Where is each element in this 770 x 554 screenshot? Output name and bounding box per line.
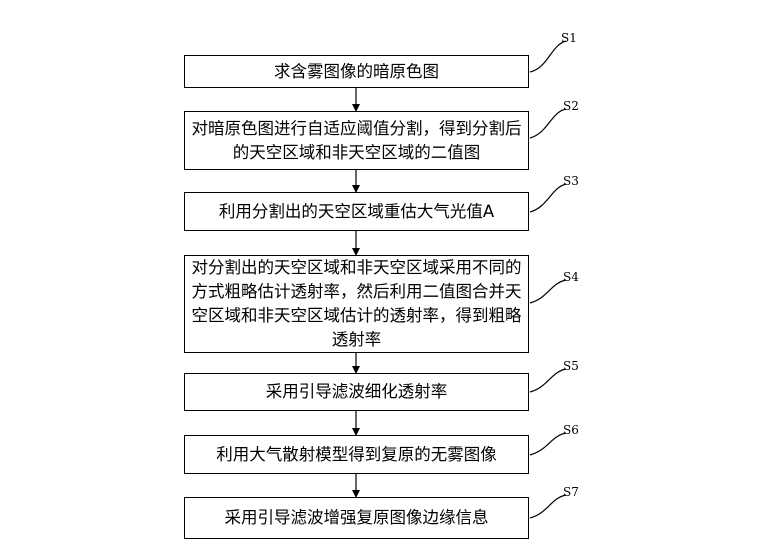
- step-text-s1: 求含雾图像的暗原色图: [274, 61, 439, 81]
- step-text-s7: 采用引导滤波增强复原图像边缘信息: [224, 508, 489, 527]
- step-box-s7: 采用引导滤波增强复原图像边缘信息: [184, 497, 529, 539]
- step-box-s5: 采用引导滤波细化透射率: [184, 373, 529, 411]
- step-box-s2: 对暗原色图进行自适应阈值分割，得到分割后的天空区域和非天空区域的二值图: [184, 111, 529, 170]
- step-label-s3: S3: [563, 174, 579, 188]
- leader-s2: [529, 108, 567, 139]
- leader-s4: [529, 279, 567, 304]
- step-text-s4: 对分割出的天空区域和非天空区域采用不同的方式粗略估计透射率，然后利用二值图合并天…: [191, 258, 522, 349]
- step-label-s2: S2: [563, 99, 579, 113]
- step-label-s7: S7: [563, 485, 579, 499]
- leader-s7: [529, 494, 567, 519]
- step-text-s2: 对暗原色图进行自适应阈值分割，得到分割后的天空区域和非天空区域的二值图: [191, 118, 522, 162]
- step-text-s6: 利用大气散射模型得到复原的无雾图像: [216, 444, 497, 464]
- step-label-s1: S1: [561, 31, 577, 45]
- step-box-s4: 对分割出的天空区域和非天空区域采用不同的方式粗略估计透射率，然后利用二值图合并天…: [184, 255, 529, 353]
- step-box-s1: 求含雾图像的暗原色图: [184, 55, 529, 88]
- step-label-s4: S4: [563, 270, 579, 284]
- step-label-s5: S5: [563, 359, 579, 373]
- leader-s3: [529, 183, 567, 213]
- step-label-s6: S6: [563, 423, 579, 437]
- leader-s5: [529, 368, 567, 393]
- leader-s1: [529, 40, 567, 73]
- step-text-s5: 采用引导滤波细化透射率: [265, 382, 448, 401]
- leader-s6: [529, 432, 567, 456]
- step-box-s6: 利用大气散射模型得到复原的无雾图像: [184, 435, 529, 474]
- step-text-s3: 利用分割出的天空区域重估大气光值A: [218, 201, 495, 221]
- step-box-s3: 利用分割出的天空区域重估大气光值A: [184, 192, 529, 231]
